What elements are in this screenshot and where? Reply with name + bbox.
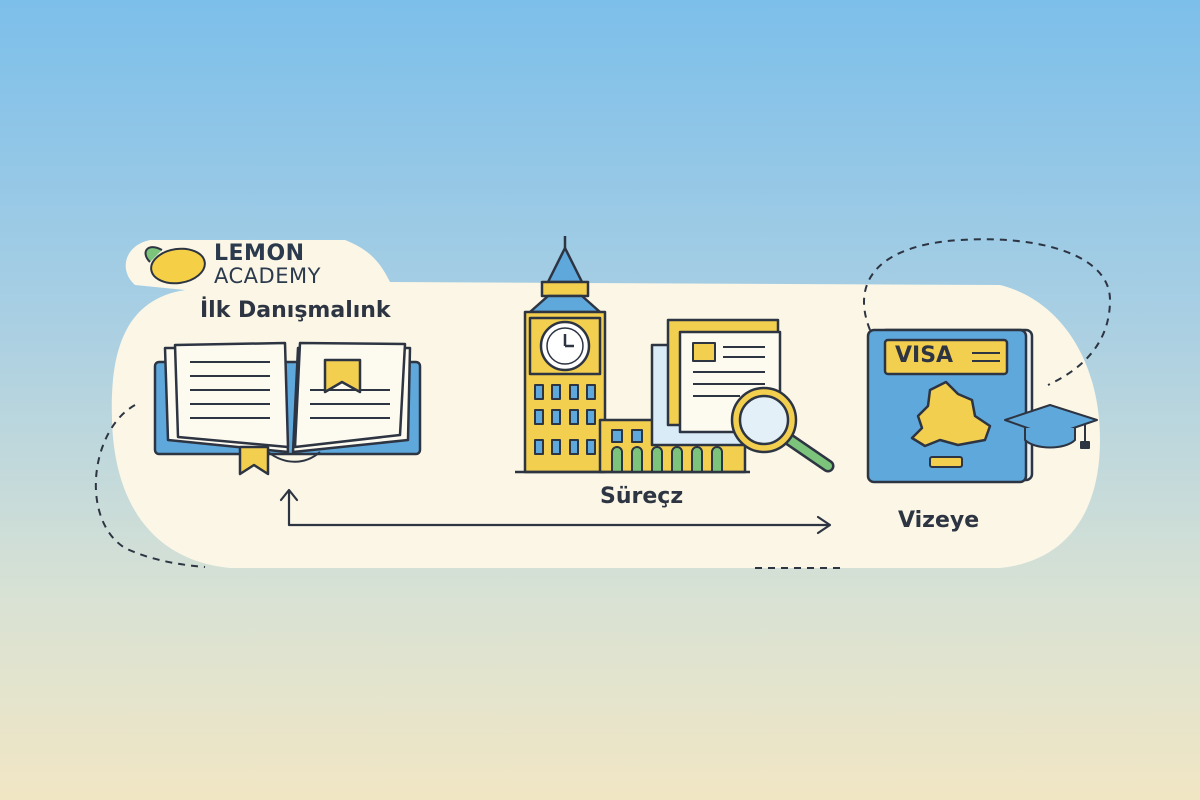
visa-passport-icon (866, 328, 1034, 484)
visa-badge-text: VISA (895, 343, 954, 368)
magnifier-icon (730, 386, 835, 473)
open-book-icon (153, 341, 422, 476)
step-label-visa: Vizeye (898, 508, 980, 533)
step-label-process: Süreçz (600, 484, 684, 509)
lemon-logo-icon (144, 246, 206, 285)
step-label-consultation: İlk Danışmalınk (200, 298, 391, 323)
process-arrow (279, 488, 832, 535)
brand-name-line2: ACADEMY (214, 264, 321, 288)
dashed-path (94, 238, 1112, 569)
brand-name-line1: LEMON (214, 241, 305, 266)
graduation-cap-icon (1004, 404, 1098, 449)
